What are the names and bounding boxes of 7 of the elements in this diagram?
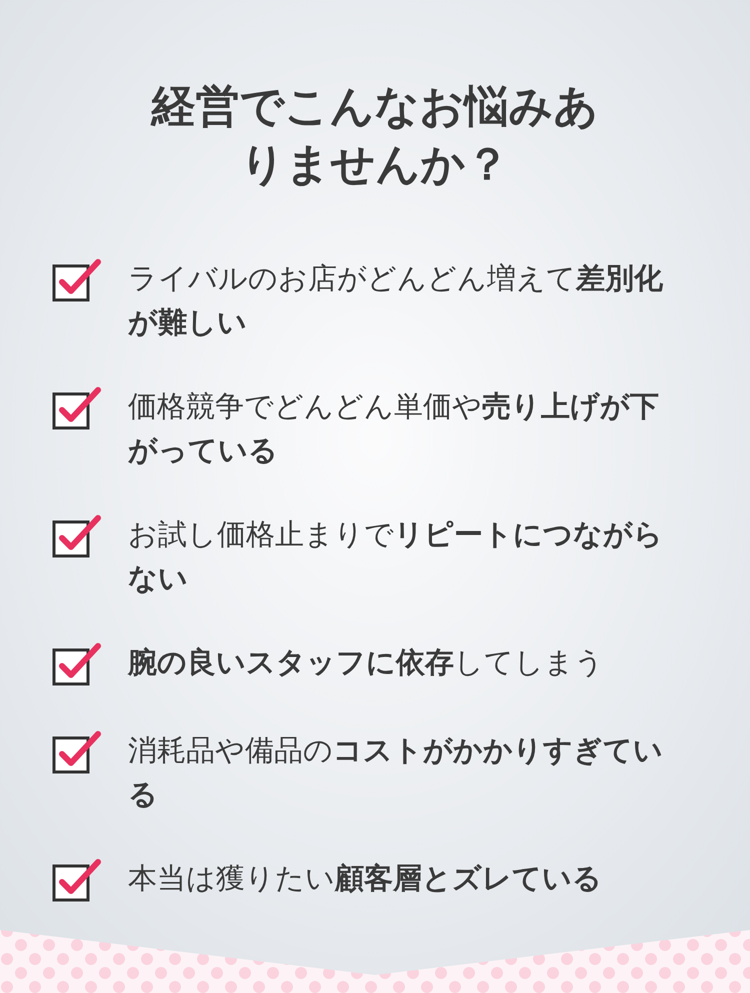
title: 経営でこんなお悩みありませんか？ [150, 80, 600, 192]
checklist-item: 価格競争でどんどん単価や売り上げが下がっている [128, 388, 660, 469]
checklist-item: 本当は獲りたい顧客層とズレている [128, 860, 602, 897]
checklist-item: お試し価格止まりでリピートにつながらない [128, 516, 664, 597]
checklist-item: ライバルのお店がどんどん増えて差別化が難しい [128, 260, 664, 341]
checklist-item: 腕の良いスタッフに依存してしまう [128, 644, 604, 681]
checklist-item: 消耗品や備品のコストがかかりすぎている [128, 732, 664, 813]
